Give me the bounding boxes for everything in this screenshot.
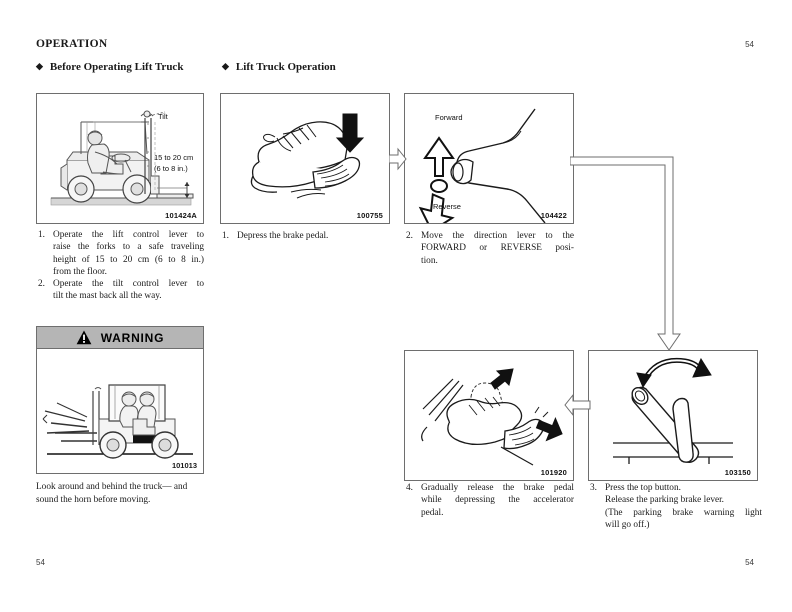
arrow-left-icon [564,393,591,417]
figure-label-tilt: Tilt [158,112,168,121]
section-heading-label: Before Operating Lift Truck [49,61,184,73]
foot-moving-brake-to-accelerator-illustration [421,368,563,466]
list-item: 2. Operate the tilt control lever to til… [38,278,204,303]
figure-direction-lever: Forward Reverse 104422 [404,93,574,224]
section-heading-lift-truck-operation: ◆ Lift Truck Operation [222,61,336,73]
figure-parking-brake-lever: 103150 [588,350,758,481]
list-item: 4. Gradually release the brake pedal whi… [406,482,574,519]
list-item: 2. Move the direction lever to the FORWA… [406,230,574,267]
list-number: 4. [406,483,413,493]
caption-parking-brake: 3. Press the top button. Release the par… [590,482,762,531]
caption-line: will go off.) [605,519,650,530]
caption-list: 3. Press the top button. Release the par… [590,482,762,531]
list-item: 1. Operate the lift control lever to rai… [38,229,204,278]
caption-line: and sound the horn before moving. [36,482,188,505]
list-number: 2. [38,279,45,290]
warning-title: WARNING [100,330,165,345]
shoe-depressing-brake-pedal-illustration [250,113,365,199]
folio-bottom-left: 54 [36,558,45,567]
list-number: 2. [406,231,413,241]
figure-id: 104422 [540,211,567,220]
figure-id: 101920 [540,468,567,477]
caption-list: 1. Depress the brake pedal. [222,230,388,242]
flow-arrow-step1-to-step2 [388,146,407,172]
flow-arrow-step2-to-step3 [569,148,692,354]
list-number: 3. [590,483,597,493]
parking-brake-lever-illustration [613,357,733,464]
caption-line: Look around and behind the truck— [36,482,172,492]
figure-accelerator-pedal: 101920 [404,350,574,481]
figure-id: 103150 [724,468,751,477]
caption-list: 4. Gradually release the brake pedal whi… [406,482,574,519]
diamond-bullet-icon: ◆ [36,61,43,71]
caption-line: FORWARD or REVERSE posi- [421,243,574,254]
direction-lever-illustration [418,108,546,223]
list-item: 3. Press the top button. Release the par… [590,482,762,531]
caption-line: pedal. [421,507,444,518]
caption-direction-lever: 2. Move the direction lever to the FORWA… [406,230,574,267]
caption-brake-pedal: 1. Depress the brake pedal. [222,230,388,242]
list-item: 1. Depress the brake pedal. [222,230,388,242]
figure-warning-look-around: 101013 [36,348,204,474]
section-heading-before-operating: ◆ Before Operating Lift Truck [36,61,183,73]
folio-bottom-right: 54 [745,558,754,567]
figure-id: 100755 [356,211,383,220]
figure-id: 101013 [171,461,197,470]
caption-line: height of 15 to 20 cm (6 to 8 in.) [53,254,204,265]
forklift-tilt-illustration [50,110,194,206]
flow-arrow-step3-to-step4 [563,392,591,418]
caption-accelerator: 4. Gradually release the brake pedal whi… [406,482,574,519]
arrow-right-icon [388,147,407,171]
caption-line: Release the parking brake lever. [605,495,724,506]
section-heading-label: Lift Truck Operation [235,61,336,73]
figure-label-height-2: (6 to 8 in.) [154,164,188,173]
caption-line: from the floor. [53,266,107,277]
caption-list: 1. Operate the lift control lever to rai… [38,229,204,303]
figure-id: 101424A [165,211,197,220]
caption-line: Operate the tilt control lever to [53,279,204,290]
page-title: OPERATION [36,38,108,50]
figure-label-reverse: Reverse [433,202,461,211]
warning-block: WARNING [36,326,204,474]
caption-line: (The parking brake warning light [605,507,762,518]
warning-triangle-icon [76,330,92,345]
folio-top-right: 54 [745,40,754,49]
caption-line: while depressing the accelerator [421,495,574,506]
warning-reversing-forklift-illustration [42,384,193,459]
caption-line: Gradually release the brake pedal [421,483,574,493]
caption-line: tion. [421,255,438,266]
caption-forklift-tilt: 1. Operate the lift control lever to rai… [38,229,204,303]
figure-label-forward: Forward [435,113,463,122]
caption-line: Move the direction lever to the [421,231,574,241]
caption-line: raise the forks to a safe traveling [53,242,204,253]
arrow-down-icon [569,156,681,351]
caption-list: 2. Move the direction lever to the FORWA… [406,230,574,267]
list-number: 1. [222,231,229,241]
caption-line: Operate the lift control lever to [53,230,204,240]
figure-brake-pedal: 100755 [220,93,390,224]
figure-forklift-tilt: Tilt 15 to 20 cm (6 to 8 in.) 101424A [36,93,204,224]
caption-line: Press the top button. [605,483,681,493]
diamond-bullet-icon: ◆ [222,61,229,71]
caption-line: tilt the mast back all the way. [53,291,162,302]
caption-warning-text: Look around and behind the truck— and so… [36,481,208,506]
caption-line: Depress the brake pedal. [237,231,329,241]
warning-header: WARNING [36,326,204,348]
figure-label-height-1: 15 to 20 cm [154,153,194,162]
list-number: 1. [38,230,45,240]
